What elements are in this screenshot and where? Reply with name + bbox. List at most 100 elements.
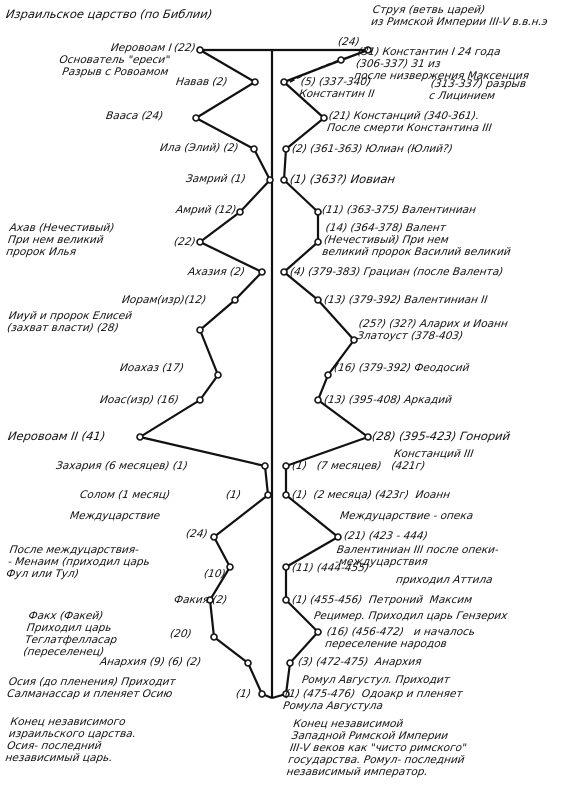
node [196,238,204,246]
right-entry-r10: (13) (379-392) Валентиниан II [323,294,489,306]
left-zigzag-line [138,49,273,700]
left-entry-l20: Анархия (9) (6) (2) [99,656,202,668]
node [282,563,290,571]
right-entry-r20: Рецимер. Приходил царь Гензерих [313,610,509,622]
node [244,659,252,667]
right-entry-r08: (14) (364-378) Валент (Нечестивый) При н… [321,222,512,258]
node [196,396,204,404]
node [266,176,274,184]
node [282,596,290,604]
left-entry-l03: Вааса (24) [105,110,165,122]
left-entry-l10: Ииуй и пророк Елисей (захват власти) (28… [6,310,133,334]
node [314,628,322,636]
right-footer-note: Конец независимой Западной Римской Импер… [285,718,468,778]
right-entry-r07: (11) (363-375) Валентиниан [321,204,477,216]
right-entry-r09: (4) (379-383) Грациан (после Валента) [289,266,505,278]
node [210,533,218,541]
right-header: Струя (ветвь царей) из Римской Империи I… [370,4,549,28]
right-entry-r15b: (1) (7 месяцев) (421г) [291,460,426,472]
left-entry-l19n: (20) [169,628,193,640]
node [314,296,322,304]
node [250,145,258,153]
node [196,46,204,54]
left-footer-note: Конец независимого израильского царства.… [4,716,137,764]
node [314,396,322,404]
node [136,433,144,441]
node [282,462,290,470]
right-entry-r06: (1) (363?) Иовиан [289,172,397,186]
left-entry-l05: Замрий (1) [185,173,247,185]
left-entry-l07n: (22) [173,236,197,248]
right-entry-r18c: приходил Аттила [395,574,494,586]
left-entry-l14: Захария (6 месяцев) (1) [55,460,189,472]
left-entry-l15: Солом (1 месяц) [79,489,171,501]
node [264,491,272,499]
right-entry-r03: (5) (337-340) Константин II [298,76,376,100]
node [261,462,269,470]
node [226,563,234,571]
node [282,491,290,499]
dashed-link-line [289,55,353,83]
left-entry-l16n: (24) [185,528,209,540]
node [214,371,222,379]
left-entry-l12: Иоас(изр) (16) [99,394,180,406]
right-entry-r05: (2) (361-363) Юлиан (Юлий?) [291,143,454,155]
left-entry-l08: Ахазия (2) [187,266,246,278]
node [364,46,372,54]
right-entry-r01n: (24) [337,36,361,48]
right-entry-r12: (16) (379-392) Феодосий [333,362,471,374]
node [206,596,214,604]
right-entry-r20b: (16) (456-472) и началось переселение на… [324,626,476,650]
right-entry-r22: Ромул Августул. Приходит [301,674,451,686]
left-entry-l11: Иоахаз (17) [119,362,185,374]
node [236,208,244,216]
node [286,659,294,667]
left-entry-l09: Иорам(изр)(12) [121,294,207,306]
node [282,145,290,153]
node [231,296,239,304]
node [280,78,288,86]
node [350,336,358,344]
node [258,690,266,698]
right-entry-r21: (3) (472-475) Анархия [297,656,423,668]
node [324,371,332,379]
left-entry-l02: Навав (2) [175,76,229,88]
right-entry-r02: (31) Константин I 24 года (306-337) 31 и… [353,46,530,82]
left-header: Израильское царство (по Библии) [5,7,214,21]
right-entry-r22b: (1) (475-476) Одоакр и пленяет Ромула Ав… [282,688,464,712]
node [210,633,218,641]
node [320,114,328,122]
left-entry-l16: Междуцарствие [69,510,161,522]
right-zigzag-line [271,48,370,700]
right-entry-r15: Констанций III [393,448,475,460]
right-entry-r11: (25?) (32?) Аларих и Иоанн Златоуст (378… [356,318,509,342]
node [314,238,322,246]
right-entry-r14: (28) (395-423) Гонорий [371,429,512,443]
node [314,208,322,216]
node [334,533,342,541]
left-entry-l19: Факх (Факей) Приходил царь Теглатфелласа… [22,610,118,658]
node [192,114,200,122]
node [196,326,204,334]
right-entry-r17b: (21) (423 - 444) [343,530,429,542]
node [282,690,290,698]
node [280,268,288,276]
node [251,78,259,86]
left-entry-l01: Иеровоам I Основатель "ереси" Разрыв с Р… [58,42,173,78]
right-entry-r19: (1) (455-456) Петроний Максим [291,594,473,606]
node [258,268,266,276]
left-entry-l21: Осия (до пленения) Приходит Салманассар … [6,676,177,700]
left-entry-l17n: (10) [203,568,227,580]
node [337,56,345,64]
left-entry-l15n: (1) [225,489,242,501]
left-entry-l18: Факия (2) [173,594,229,606]
left-entry-l04: Ила (Элий) (2) [159,142,240,154]
left-entry-l13: Иеровоам II (41) [7,429,107,443]
right-entry-r16: (1) (2 месяца) (423г) Иоанн [291,489,451,501]
right-entry-r18b: (11) (444-455) [291,562,370,574]
node [364,433,372,441]
node [280,176,288,184]
left-entry-l21n: (1) [235,688,252,700]
